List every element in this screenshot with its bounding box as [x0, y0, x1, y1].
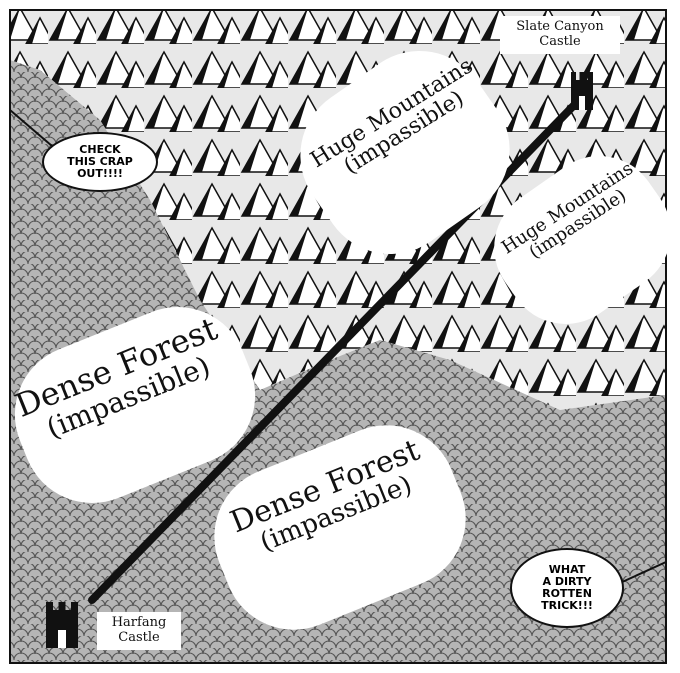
callout-trick-line2: A DIRTY	[542, 574, 592, 588]
callout-pointer-bottom	[619, 561, 667, 584]
slate-canyon-line2: Castle	[539, 33, 581, 49]
callout-pointer-top	[9, 109, 53, 147]
map-border	[9, 9, 667, 664]
callout-check-line3: OUT!!!!	[77, 167, 123, 181]
callout-check-line2: THIS CRAP	[67, 154, 133, 168]
harfang-line1: Harfang	[111, 615, 167, 630]
slate-canyon-castle-icon	[571, 72, 593, 110]
callout-trick-line3: ROTTEN	[542, 587, 592, 600]
harfang-line2: Castle	[118, 629, 160, 645]
slate-canyon-castle-label: Slate Canyon Castle	[500, 16, 620, 54]
harfang-castle-label: Harfang Castle	[97, 612, 181, 650]
callout-dirty-trick: WHAT A DIRTY ROTTEN TRICK!!!	[510, 548, 624, 628]
slate-canyon-line1: Slate Canyon	[516, 19, 604, 34]
harfang-castle-icon	[46, 602, 78, 648]
callout-trick-line4: TRICK!!!	[541, 599, 593, 613]
callout-check-line1: CHECK	[79, 142, 121, 156]
callout-trick-line1: WHAT	[548, 562, 586, 576]
callout-check-this: CHECK THIS CRAP OUT!!!!	[42, 132, 158, 192]
